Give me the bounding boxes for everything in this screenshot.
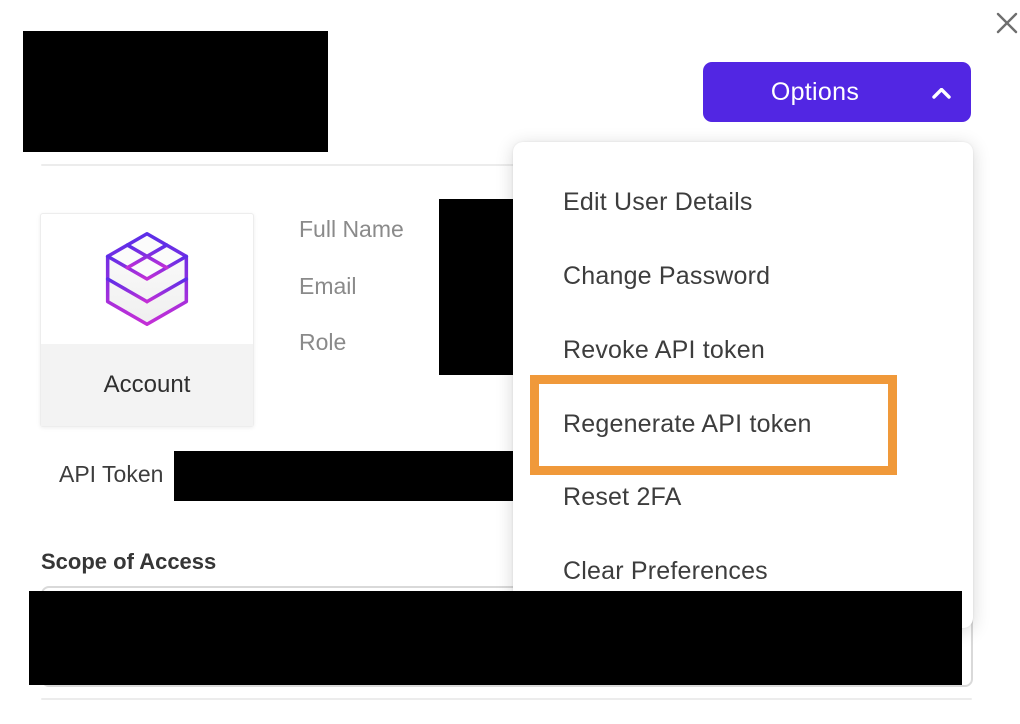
close-button[interactable]: [992, 8, 1020, 38]
role-label: Role: [299, 329, 347, 355]
api-token-value-redaction: [174, 451, 515, 501]
menu-item-reset-2fa[interactable]: Reset 2FA: [563, 482, 682, 511]
email-label: Email: [299, 273, 357, 299]
options-button[interactable]: Options: [703, 62, 971, 122]
wireframe-cube-icon: [105, 231, 189, 327]
menu-item-revoke-api-token[interactable]: Revoke API token: [563, 335, 765, 364]
scope-of-access-heading: Scope of Access: [41, 549, 217, 574]
account-card-icon-area: [41, 214, 253, 344]
menu-item-regenerate-api-token[interactable]: Regenerate API token: [563, 409, 812, 438]
title-redaction: [23, 31, 328, 152]
api-token-label: API Token: [59, 461, 164, 487]
menu-item-edit-user-details[interactable]: Edit User Details: [563, 187, 753, 216]
options-dropdown-menu: Edit User Details Change Password Revoke…: [513, 142, 973, 628]
close-icon: [996, 12, 1018, 34]
profile-values-redaction: [439, 199, 518, 375]
menu-item-clear-preferences[interactable]: Clear Preferences: [563, 556, 768, 585]
chevron-up-icon: [932, 87, 951, 102]
account-card[interactable]: Account: [40, 213, 254, 427]
full-name-label: Full Name: [299, 216, 404, 242]
options-button-label: Options: [770, 77, 860, 106]
header-divider: [41, 164, 971, 166]
menu-item-change-password[interactable]: Change Password: [563, 261, 771, 290]
footer-divider: [41, 698, 972, 700]
scope-content-redaction: [29, 591, 962, 685]
account-card-label: Account: [41, 344, 253, 426]
